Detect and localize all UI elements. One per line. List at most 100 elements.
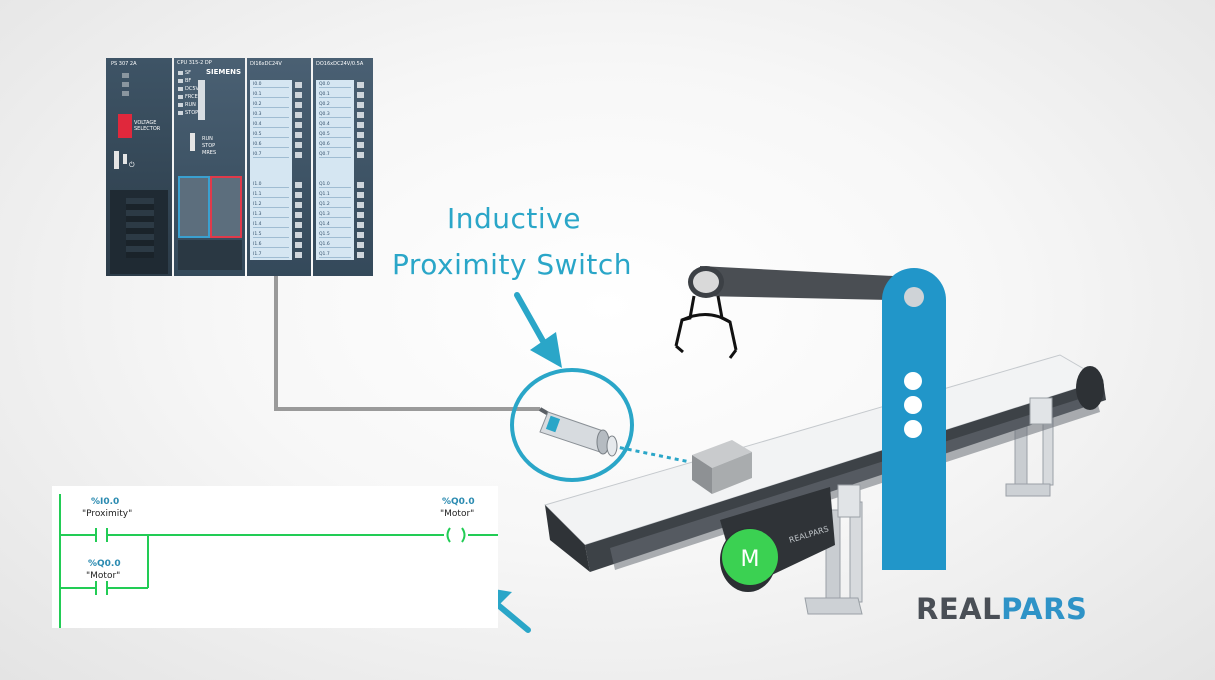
voltage-selector — [118, 114, 132, 138]
proximity-sensor — [538, 407, 618, 457]
motor-label: M — [741, 547, 760, 572]
rung1-coil-address: %Q0.0 — [442, 497, 475, 507]
do-io-label: Q1.7 — [319, 252, 351, 258]
do-status-led — [357, 102, 364, 108]
sensor-arrow — [514, 292, 562, 368]
psu-led — [122, 73, 129, 78]
do-io-label: Q1.6 — [319, 242, 351, 248]
do-status-led — [357, 202, 364, 208]
ladder-diagram: %I0.0 "Proximity" %Q0.0 "Motor" %Q0.0 "M… — [52, 486, 498, 628]
di-io-label: I0.6 — [253, 142, 289, 148]
di-status-led — [295, 142, 302, 148]
di-status-led — [295, 102, 302, 108]
di-status-led — [295, 222, 302, 228]
do-status-led — [357, 232, 364, 238]
do-status-led — [357, 152, 364, 158]
psu-terminal — [123, 154, 127, 164]
do-io-label: Q0.3 — [319, 112, 351, 118]
di-io-label: I1.4 — [253, 222, 289, 228]
di-status-led — [295, 242, 302, 248]
psu-lower-panel — [110, 190, 168, 274]
di-status-led — [295, 232, 302, 238]
signal-wire — [274, 276, 540, 411]
di-status-led — [295, 152, 302, 158]
siemens-brand: SIEMENS — [206, 68, 242, 76]
ladder-rungs — [59, 494, 498, 628]
cpu-label: CPU 315-2 DP — [177, 60, 212, 66]
do-io-label: Q1.2 — [319, 202, 351, 208]
power-icon: ⏻ — [129, 162, 135, 169]
di-status-led — [295, 82, 302, 88]
di-status-led — [295, 122, 302, 128]
do-status-led — [357, 82, 364, 88]
dp-port — [210, 176, 242, 238]
psu-switch — [114, 151, 119, 169]
psu-label: PS 307 2A — [111, 61, 137, 67]
proximity-contact — [95, 528, 108, 542]
di-io-label: I1.5 — [253, 232, 289, 238]
do-status-led — [357, 112, 364, 118]
di-status-led — [295, 212, 302, 218]
memory-card-slot — [198, 80, 205, 120]
psu-led — [122, 91, 129, 96]
do-io-label: Q0.2 — [319, 102, 351, 108]
motor: M — [722, 529, 778, 585]
di-status-led — [295, 202, 302, 208]
rung2-contact-address: %Q0.0 — [88, 559, 121, 569]
do-io-label: Q1.5 — [319, 232, 351, 238]
di-io-label: I1.7 — [253, 252, 289, 258]
rung1-contact-tag: "Proximity" — [82, 509, 133, 519]
do-status-led — [357, 92, 364, 98]
rung2-contact-tag: "Motor" — [86, 571, 121, 581]
callout-line-1: Inductive — [447, 202, 581, 235]
cpu-lower-panel — [178, 240, 242, 270]
do-led-column — [357, 80, 365, 260]
do-status-led — [357, 212, 364, 218]
di-status-led — [295, 132, 302, 138]
detection-beam — [611, 444, 691, 464]
do-io-label: Q0.5 — [319, 132, 351, 138]
do-status-led — [357, 252, 364, 258]
di-module-label: DI16xDC24V — [250, 61, 282, 67]
di-status-led — [295, 92, 302, 98]
do-io-label: Q1.0 — [319, 182, 351, 188]
do-status-led — [357, 122, 364, 128]
do-io-label: Q0.7 — [319, 152, 351, 158]
di-io-label: I0.7 — [253, 152, 289, 158]
mpi-port — [178, 176, 210, 238]
mode-switch — [190, 133, 195, 151]
psu-led — [122, 82, 129, 87]
plc-rack: PS 307 2A VOLTAGE SELECTOR ⏻ CPU 315-2 D… — [106, 58, 373, 276]
do-io-label: Q0.6 — [319, 142, 351, 148]
do-module-label: DO16xDC24V/0.5A — [316, 61, 364, 67]
do-io-label: Q0.1 — [319, 92, 351, 98]
di-io-label: I1.0 — [253, 182, 289, 188]
motor-seal-contact — [95, 581, 108, 595]
do-io-label: Q1.3 — [319, 212, 351, 218]
di-io-label: I0.2 — [253, 102, 289, 108]
di-io-label: I1.2 — [253, 202, 289, 208]
di-status-led — [295, 252, 302, 258]
di-status-led — [295, 192, 302, 198]
callout-line-2: Proximity Switch — [392, 248, 632, 281]
psu-selector-label: VOLTAGE SELECTOR — [134, 120, 161, 132]
plc-power-supply: PS 307 2A VOLTAGE SELECTOR ⏻ — [106, 58, 172, 276]
do-io-label: Q0.0 — [319, 82, 351, 88]
do-status-led — [357, 142, 364, 148]
do-io-label: Q0.4 — [319, 122, 351, 128]
plc-cpu: CPU 315-2 DP SIEMENS SF BF DC5V FRCE RUN… — [174, 58, 245, 276]
do-io-label: Q1.4 — [319, 222, 351, 228]
do-status-led — [357, 182, 364, 188]
di-status-led — [295, 182, 302, 188]
do-status-led — [357, 132, 364, 138]
rung1-coil-tag: "Motor" — [440, 509, 475, 519]
do-status-led — [357, 242, 364, 248]
di-io-label: I0.3 — [253, 112, 289, 118]
di-io-label: I0.0 — [253, 82, 289, 88]
do-io-label: Q1.1 — [319, 192, 351, 198]
